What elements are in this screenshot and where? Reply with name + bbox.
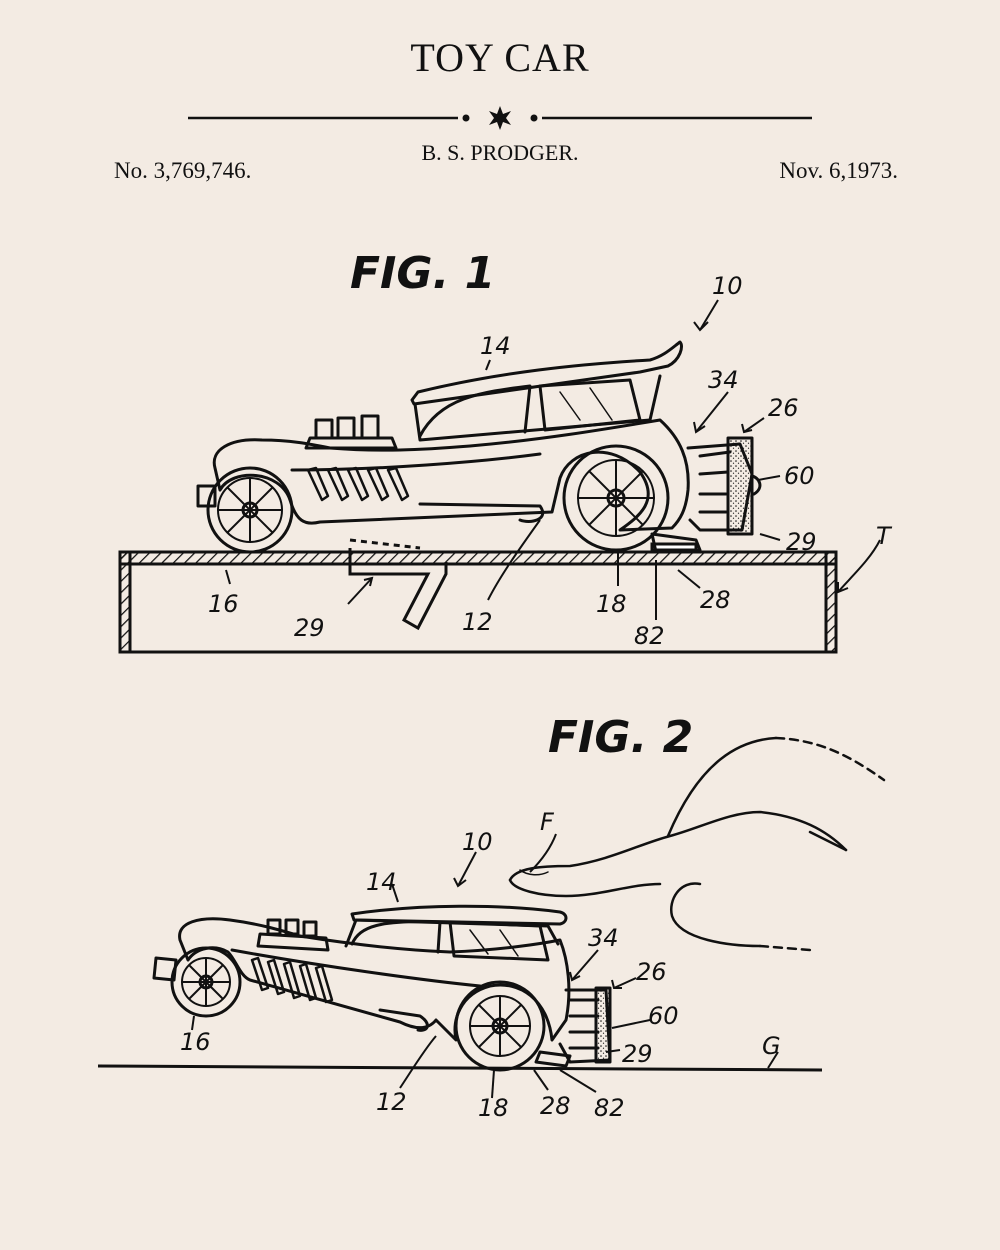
- ref-29: 29: [294, 614, 325, 642]
- ref-18: 18: [478, 1094, 509, 1122]
- ornamental-divider: [188, 106, 812, 130]
- inventor-name: B. S. PRODGER.: [421, 140, 579, 165]
- ref-16: 16: [208, 590, 239, 618]
- patent-date: Nov. 6,1973.: [779, 158, 898, 183]
- ref-82: 82: [634, 622, 665, 650]
- ref-18: 18: [596, 590, 627, 618]
- ref-f: F: [540, 808, 555, 836]
- ref-34: 34: [708, 366, 739, 394]
- figure-2: FIG. 2: [97, 712, 886, 1122]
- ref-82: 82: [594, 1094, 625, 1122]
- ref-t: T: [876, 522, 893, 550]
- ref-16: 16: [180, 1028, 211, 1056]
- finger-f: [508, 736, 886, 952]
- ref-60: 60: [648, 1002, 679, 1030]
- front-wheel-fig2: [170, 946, 242, 1018]
- ref-g: G: [762, 1032, 781, 1060]
- patent-number: No. 3,769,746.: [114, 158, 252, 183]
- ref-12: 12: [462, 608, 493, 636]
- fig1-label: FIG. 1: [350, 248, 495, 299]
- ref-28: 28: [540, 1092, 571, 1120]
- ref-29: 29: [622, 1040, 653, 1068]
- fig1-leaders: [225, 299, 881, 620]
- track-t: [118, 538, 838, 654]
- ref-12: 12: [376, 1088, 407, 1116]
- toy-car-fig1: [196, 340, 762, 554]
- ref-34: 34: [588, 924, 619, 952]
- fig2-label: FIG. 2: [548, 712, 693, 763]
- rear-wheel-fig2: [454, 980, 546, 1072]
- ref-14: 14: [480, 332, 511, 360]
- figure-1: FIG. 1: [118, 248, 893, 654]
- ref-10: 10: [462, 828, 493, 856]
- ref-14: 14: [366, 868, 397, 896]
- toy-car-fig2: [152, 904, 612, 1072]
- ref-26: 26: [768, 394, 799, 422]
- front-wheel-fig1: [206, 466, 294, 554]
- rear-wheel-fig1: [562, 444, 670, 552]
- ref-10: 10: [712, 272, 743, 300]
- ground-line: [97, 1064, 823, 1072]
- ref-29: 29: [786, 528, 817, 556]
- fig2-leaders: [191, 833, 779, 1099]
- ref-28: 28: [700, 586, 731, 614]
- document-title: TOY CAR: [410, 35, 590, 80]
- ref-60: 60: [784, 462, 815, 490]
- ref-26: 26: [636, 958, 667, 986]
